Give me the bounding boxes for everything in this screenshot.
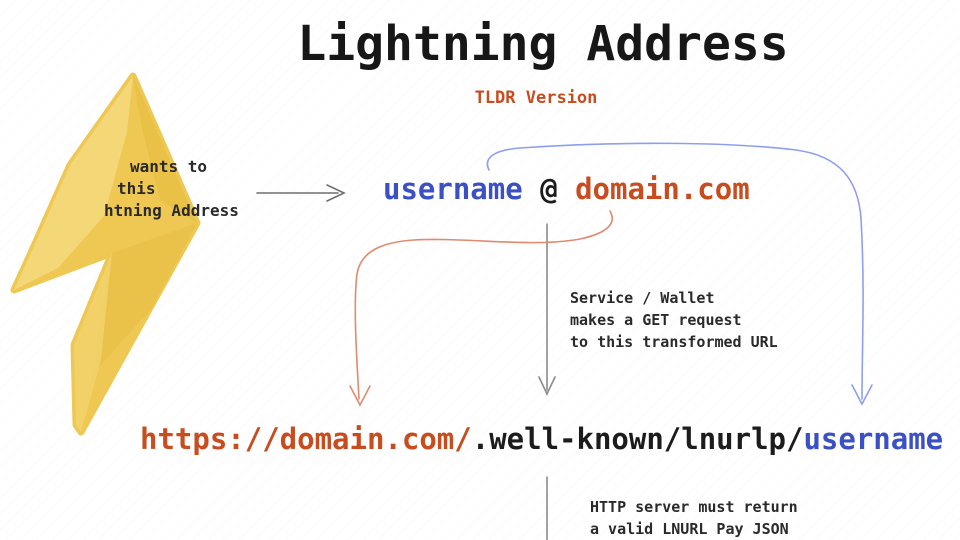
page-title: Lightning Address [297, 16, 789, 72]
url-origin: https://domain.com/ [140, 422, 472, 456]
service-note: Service / Wallet makes a GET request to … [570, 287, 778, 353]
payer-note: wants to this htning Address [104, 156, 239, 222]
service-note-line-2: makes a GET request [570, 311, 742, 329]
payer-note-line-3: htning Address [104, 201, 239, 220]
arrow-payer-to-address [256, 184, 346, 202]
payer-note-line-1: wants to [130, 157, 208, 176]
server-note-line-1: HTTP server must return [590, 498, 798, 516]
address-at-separator: @ [522, 172, 576, 206]
page-subtitle: TLDR Version [474, 88, 598, 108]
address-domain: domain.com [575, 172, 750, 206]
arrow-address-to-url [538, 223, 556, 396]
service-note-line-1: Service / Wallet [570, 289, 715, 307]
server-note-line-2: a valid LNURL Pay JSON [590, 520, 789, 538]
payer-note-line-2: this [117, 179, 156, 198]
address-username: username [383, 172, 523, 206]
url-username: username [803, 422, 944, 456]
lightning-address: username @ domain.com [383, 172, 750, 206]
url-path: .well-known/lnurlp/ [471, 422, 804, 456]
transformed-url: https://domain.com/.well-known/lnurlp/us… [140, 422, 943, 456]
server-note: HTTP server must return a valid LNURL Pa… [590, 496, 798, 540]
service-note-line-3: to this transformed URL [570, 333, 778, 351]
